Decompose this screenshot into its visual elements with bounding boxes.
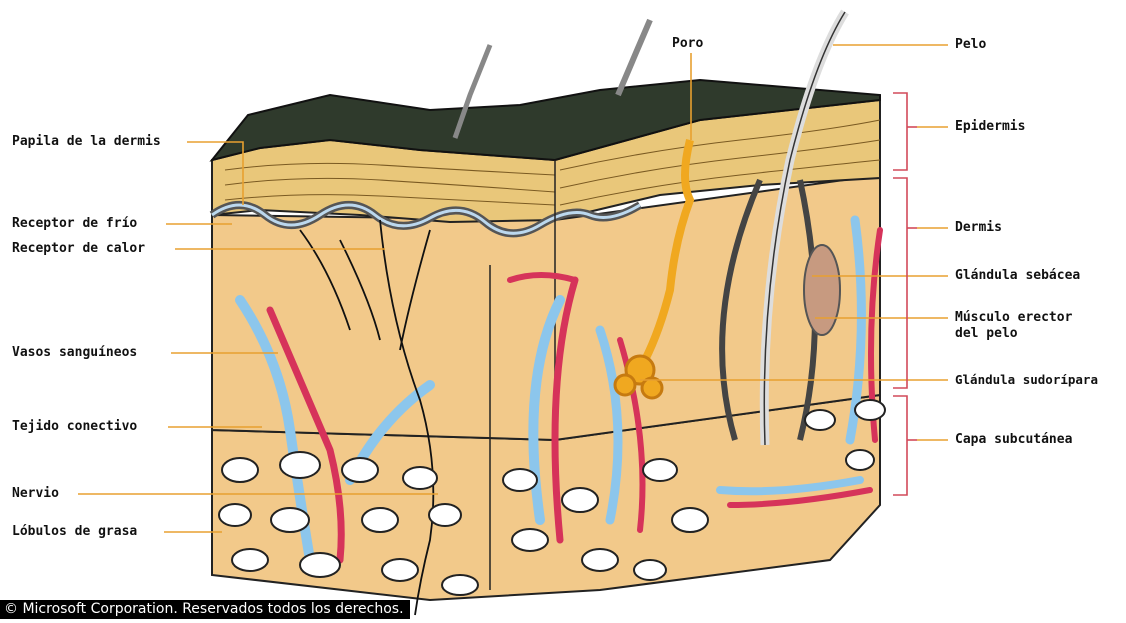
sebaceous-gland xyxy=(804,245,840,335)
label-papila-dermis: Papila de la dermis xyxy=(12,134,161,150)
label-lobulos-grasa: Lóbulos de grasa xyxy=(12,524,137,540)
label-nervio: Nervio xyxy=(12,486,59,502)
bracket-dermis xyxy=(893,178,907,388)
label-tejido-conectivo: Tejido conectivo xyxy=(12,419,137,435)
bracket-epidermis xyxy=(893,93,907,170)
label-glandula-sebacea: Glándula sebácea xyxy=(955,268,1080,284)
layer-brackets xyxy=(893,93,917,495)
label-receptor-frio: Receptor de frío xyxy=(12,216,137,232)
label-musculo-erector: Músculo erector del pelo xyxy=(955,310,1072,342)
hair-2 xyxy=(618,20,650,95)
label-dermis: Dermis xyxy=(955,220,1002,236)
label-glandula-sudoripara: Glándula sudorípara xyxy=(955,372,1098,388)
label-epidermis: Epidermis xyxy=(955,119,1025,135)
label-vasos-sanguineos: Vasos sanguíneos xyxy=(12,345,137,361)
label-poro: Poro xyxy=(672,36,703,52)
label-receptor-calor: Receptor de calor xyxy=(12,241,145,257)
copyright-notice: © Microsoft Corporation. Reservados todo… xyxy=(0,600,410,619)
label-pelo: Pelo xyxy=(955,37,986,53)
label-capa-subcutanea: Capa subcutánea xyxy=(955,432,1072,448)
bracket-capa xyxy=(893,396,907,495)
